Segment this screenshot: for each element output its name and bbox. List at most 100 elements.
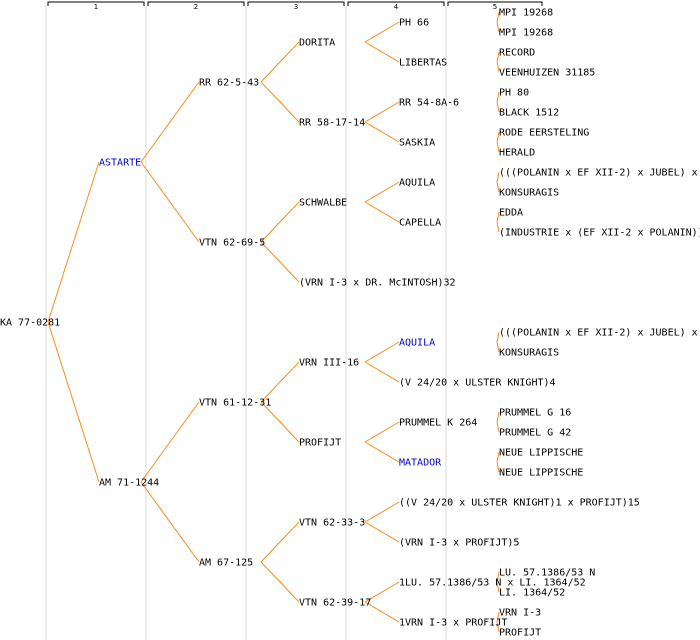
generation-bracket	[447, 1, 543, 6]
pedigree-connector	[496, 21, 500, 33]
pedigree-connector	[496, 61, 500, 73]
pedigree-connector	[364, 361, 400, 383]
ancestor-label[interactable]: MPI 19268	[499, 8, 553, 19]
ancestor-label[interactable]: SASKIA	[399, 138, 435, 149]
ancestor-label[interactable]: (VRN I-3 x DR. McINTOSH)32	[299, 278, 456, 289]
generation-bracket	[347, 1, 445, 6]
ancestor-label[interactable]: AQUILA	[399, 178, 435, 189]
pedigree-connector	[47, 321, 100, 483]
pedigree-connector	[260, 561, 300, 603]
ancestor-label[interactable]: (((POLANIN x EF XII-2) x JUBEL) x	[499, 328, 698, 339]
generation-number: 5	[493, 3, 497, 11]
ancestor-label[interactable]: VEENHUIZEN 31185	[499, 68, 595, 79]
ancestor-label[interactable]: NEUE LIPPISCHE	[499, 468, 583, 479]
generation-number: 4	[394, 3, 399, 11]
pedigree-connector	[364, 201, 400, 223]
pedigree-connector	[364, 121, 400, 143]
generation-number: 3	[294, 3, 298, 11]
pedigree-connector	[496, 181, 500, 193]
ancestor-label[interactable]: LI. 1364/52	[499, 588, 565, 599]
pedigree-connector	[496, 571, 500, 583]
ancestor-label[interactable]: PROFIJT	[299, 438, 341, 449]
ancestor-label[interactable]: RODE EERSTELING	[499, 128, 589, 139]
ancestor-label[interactable]: LU. 57.1386/53 N	[499, 568, 595, 579]
ancestor-label[interactable]: PH 66	[399, 18, 429, 29]
ancestor-label[interactable]: (VRN I-3 x PROFIJT)5	[399, 538, 519, 549]
ancestor-label[interactable]: RR 58-17-14	[299, 118, 365, 129]
generation-bracket	[147, 1, 245, 6]
pedigree-connector	[496, 141, 500, 153]
ancestor-label[interactable]: (((POLANIN x EF XII-2) x JUBEL) x	[499, 168, 698, 179]
pedigree-connector	[260, 241, 300, 283]
generation-number: 2	[194, 3, 198, 11]
ancestor-label[interactable]: PH 80	[499, 88, 529, 99]
ancestor-label[interactable]: DORITA	[299, 38, 335, 49]
ancestor-label[interactable]: ((V 24/20 x ULSTER KNIGHT)1 x PROFIJT)15	[399, 498, 640, 509]
ancestor-label[interactable]: VTN 62-33-3	[299, 518, 365, 529]
ancestor-label[interactable]: ASTARTE	[99, 158, 141, 169]
pedigree-connector	[496, 51, 500, 63]
pedigree-connector	[260, 521, 300, 563]
pedigree-connector	[140, 161, 200, 243]
ancestor-label[interactable]: VTN 62-69-5	[199, 238, 265, 249]
root-animal-label[interactable]: KA 77-0281	[0, 318, 60, 329]
ancestor-label[interactable]: RR 54-8A-6	[399, 98, 459, 109]
ancestor-label[interactable]: VRN III-16	[299, 358, 359, 369]
pedigree-connector	[260, 401, 300, 443]
ancestor-label[interactable]: AQUILA	[399, 338, 435, 349]
pedigree-connector	[496, 621, 500, 633]
ancestor-label[interactable]: LIBERTAS	[399, 58, 447, 69]
ancestor-label[interactable]: BLACK 1512	[499, 108, 559, 119]
pedigree-connector	[364, 341, 400, 363]
pedigree-labels: KA 77-0281 ASTARTE AM 71-1244 RR 62-5-43VTN…	[0, 8, 700, 639]
ancestor-label[interactable]: SCHWALBE	[299, 198, 347, 209]
ancestor-label[interactable]: MATADOR	[399, 458, 442, 469]
pedigree-connector	[140, 401, 200, 483]
pedigree-connector	[47, 161, 100, 323]
ancestor-label[interactable]: KONSURAGIS	[499, 348, 559, 359]
ancestor-label[interactable]: CAPELLA	[399, 218, 441, 229]
pedigree-connector	[496, 611, 500, 623]
ancestor-label[interactable]: 1LU. 57.1386/53 N x LI. 1364/52	[399, 578, 586, 589]
ancestor-label[interactable]: HERALD	[499, 148, 535, 159]
pedigree-connector	[364, 581, 400, 603]
ancestor-label[interactable]: RR 62-5-43	[199, 78, 259, 89]
ancestor-label[interactable]: PRUMMEL G 16	[499, 408, 571, 419]
pedigree-connector	[496, 421, 500, 433]
pedigree-connector	[364, 21, 400, 43]
pedigree-connector	[364, 501, 400, 523]
ancestor-label[interactable]: 1VRN I-3 x PROFIJT	[399, 618, 507, 629]
pedigree-connector	[496, 451, 500, 463]
ancestor-label[interactable]: NEUE LIPPISCHE	[499, 448, 583, 459]
pedigree-connector	[364, 181, 400, 203]
pedigree-connector	[364, 441, 400, 463]
generation-bracket	[247, 1, 345, 6]
ancestor-label[interactable]: AM 71-1244	[99, 478, 159, 489]
generation-bracket	[47, 1, 145, 6]
generation-separators	[45, 6, 447, 640]
pedigree-connectors	[47, 11, 500, 633]
ancestor-label[interactable]: VRN I-3	[499, 608, 541, 619]
ancestor-label[interactable]: PRUMMEL K 264	[399, 418, 477, 429]
ancestor-label[interactable]: (INDUSTRIE x (EF XII-2 x POLANIN))	[499, 228, 700, 239]
ancestor-label[interactable]: EDDA	[499, 208, 523, 219]
pedigree-connector	[496, 221, 500, 233]
ancestor-label[interactable]: RECORD	[499, 48, 535, 59]
pedigree-connector	[364, 521, 400, 543]
pedigree-connector	[260, 201, 300, 243]
pedigree-connector	[496, 581, 500, 593]
ancestor-label[interactable]: VTN 61-12-31	[199, 398, 271, 409]
ancestor-label[interactable]: (V 24/20 x ULSTER KNIGHT)4	[399, 378, 556, 389]
ancestor-label[interactable]: VTN 62-39-17	[299, 598, 371, 609]
pedigree-connector	[496, 131, 500, 143]
ancestor-label[interactable]: PROFIJT	[499, 628, 541, 639]
ancestor-label[interactable]: PRUMMEL G 42	[499, 428, 571, 439]
pedigree-connector	[260, 41, 300, 83]
ancestor-label[interactable]: MPI 19268	[499, 28, 553, 39]
pedigree-connector	[260, 361, 300, 403]
pedigree-connector	[496, 11, 500, 23]
ancestor-label[interactable]: KONSURAGIS	[499, 188, 559, 199]
ancestor-label[interactable]: AM 67-125	[199, 558, 253, 569]
pedigree-connector	[496, 341, 500, 353]
